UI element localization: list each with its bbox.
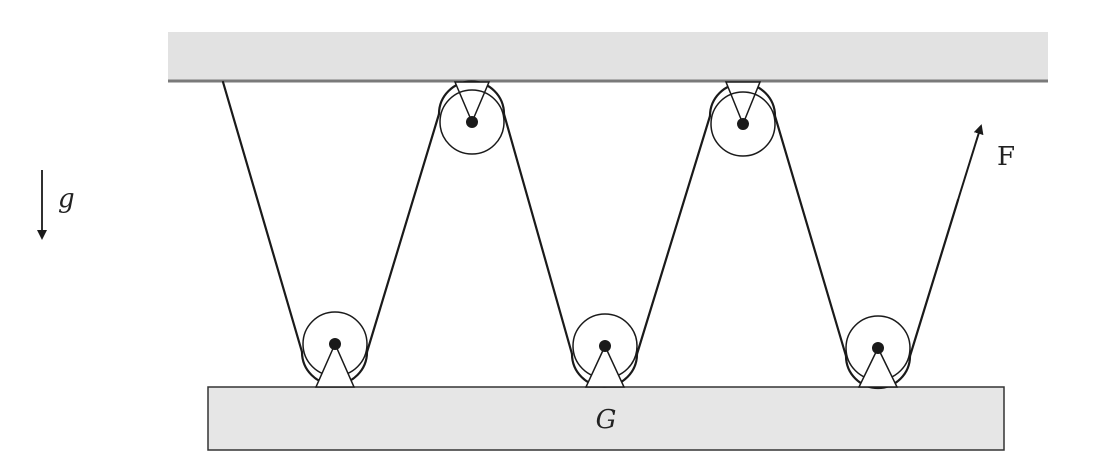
ceiling-pulley-1-wheel — [439, 89, 505, 155]
gravity-label: g — [58, 184, 75, 214]
block-pulley-2-axle — [599, 340, 611, 352]
force-label: F — [997, 142, 1015, 172]
block-G — [207, 386, 1005, 451]
block-pulley-1-mount — [314, 342, 356, 388]
ceiling-pulley-1-mount — [453, 81, 491, 124]
block-pulley-3 — [845, 315, 911, 388]
ceiling-pulley-1-axle — [466, 116, 478, 128]
block-pulley-1 — [302, 311, 368, 388]
block-label: G — [596, 405, 617, 435]
ceiling — [168, 32, 1048, 82]
force-arrow — [957, 124, 984, 201]
block-pulley-3-axle — [872, 342, 884, 354]
ceiling-pulley-2 — [710, 81, 776, 157]
block-pulley-1-axle — [329, 338, 341, 350]
ceiling-pulley-2-axle — [737, 118, 749, 130]
block-pulley-3-mount — [857, 346, 899, 388]
ceiling-pulley-2-wheel — [710, 91, 776, 157]
block-pulley-2-mount — [584, 344, 626, 388]
block-pulley-2 — [572, 313, 638, 388]
ceiling-pulley-2-mount — [724, 81, 762, 126]
ceiling-pulley-1 — [439, 81, 505, 155]
